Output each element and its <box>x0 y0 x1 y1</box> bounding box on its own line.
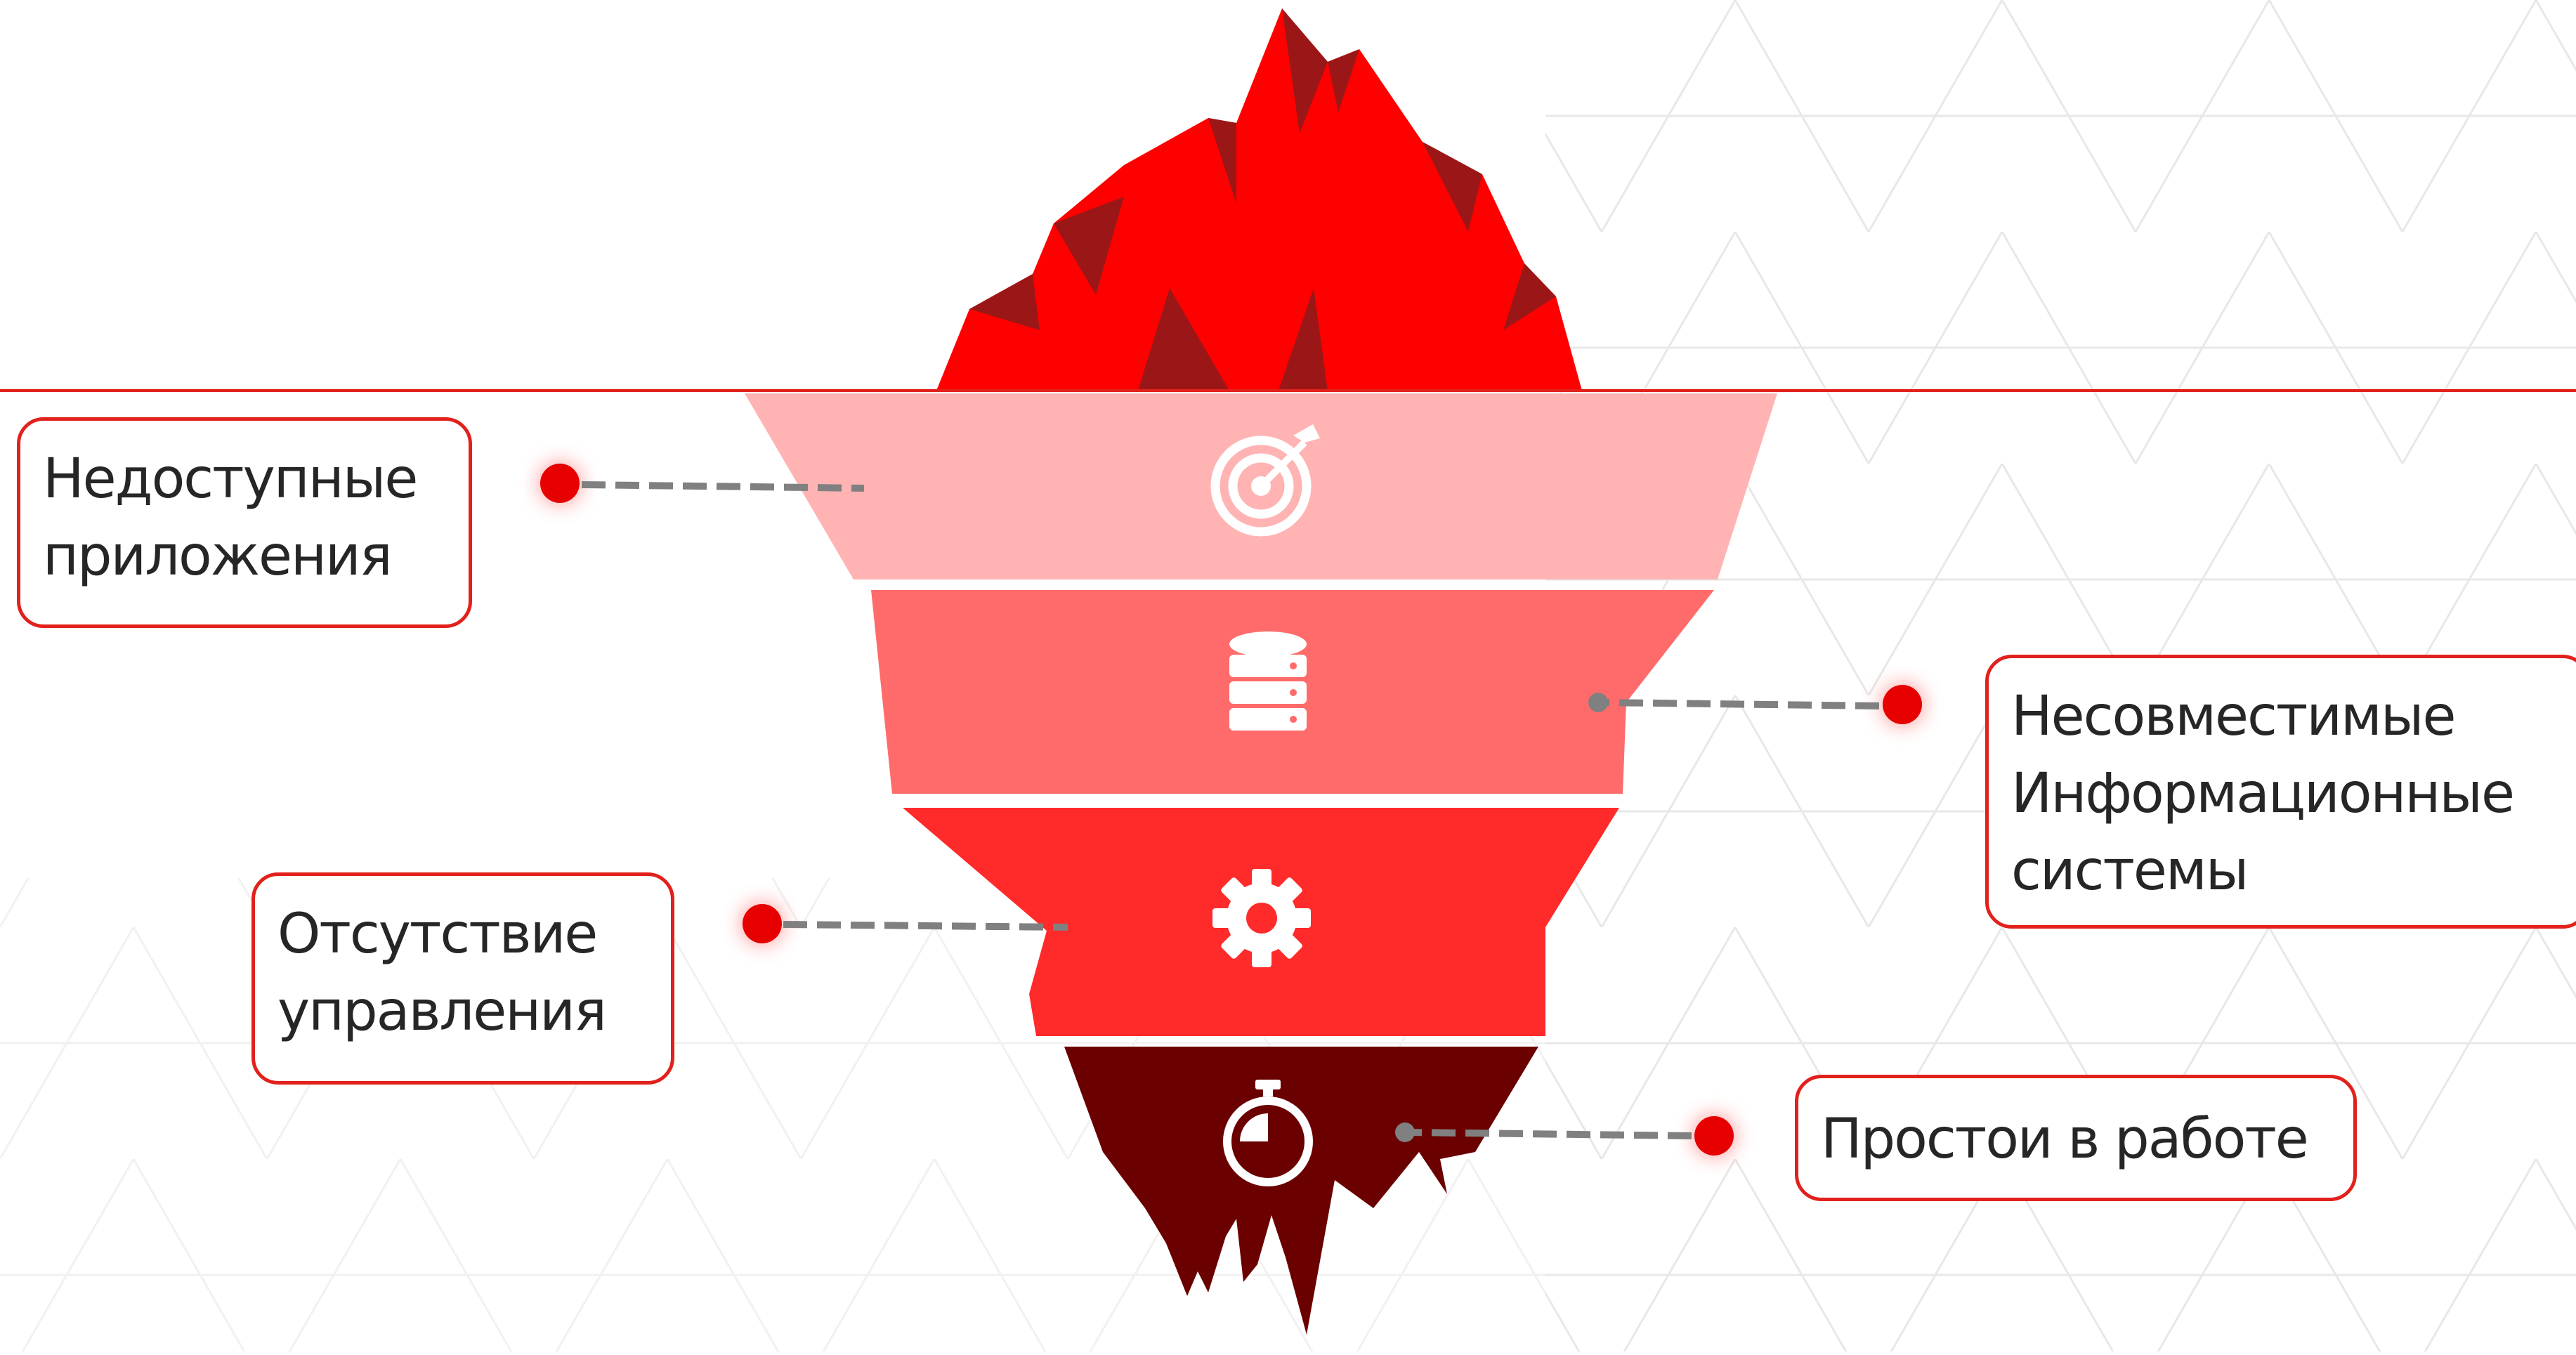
connector-downtime <box>1395 1115 1735 1157</box>
callout-lack-of-management: Отсутствие управления <box>251 872 674 1085</box>
database-icon <box>1229 631 1307 731</box>
gear-icon <box>1212 869 1311 967</box>
target-icon <box>1210 424 1320 537</box>
connector-apps <box>539 462 865 504</box>
callout-downtime: Простои в работе <box>1795 1075 2357 1201</box>
callout-incompatible-systems: Несовместимые Информационные системы <box>1985 655 2576 929</box>
callout-unavailable-apps: Недоступные приложения <box>17 417 472 628</box>
connector-management <box>741 903 1068 945</box>
layer-4 <box>1064 1047 1538 1335</box>
iceberg-tip <box>936 8 1582 391</box>
stopwatch-icon <box>1223 1080 1313 1186</box>
connector-systems <box>1588 683 1923 726</box>
